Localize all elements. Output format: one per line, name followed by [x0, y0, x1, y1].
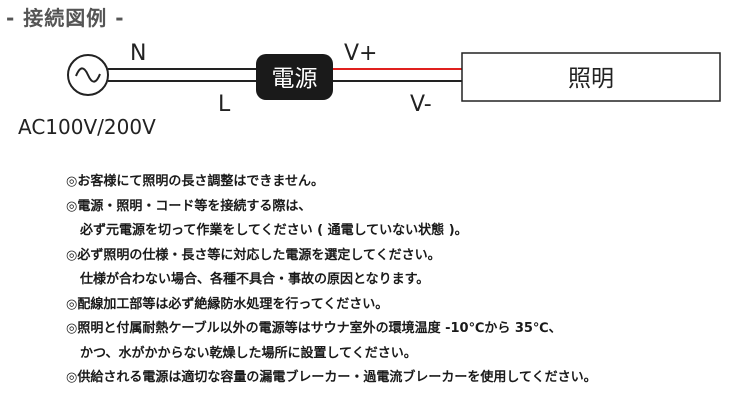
- section-title: - 接続図例 -: [6, 6, 125, 30]
- caution-notes: ◎お客様にて照明の長さ調整はできません。 ◎電源・照明・コード等を接続する際は、…: [66, 170, 736, 391]
- wire-top-label: N: [130, 41, 146, 66]
- output-positive-label: V+: [344, 41, 377, 66]
- source-voltage-label: AC100V/200V: [18, 115, 156, 139]
- power-unit-label: 電源: [272, 66, 318, 92]
- note-line: ◎照明と付属耐熱ケーブル以外の電源等はサウナ室外の環境温度 -10℃から 35℃…: [66, 321, 562, 336]
- note-line: ◎電源・照明・コード等を接続する際は、: [66, 198, 312, 214]
- note-line: 必ず元電源を切って作業をしてください ( 通電していない状態 )。: [80, 223, 468, 238]
- lighting-unit: 照明: [461, 52, 721, 102]
- note-line: ◎必ず照明の仕様・長さ等に対応した電源を選定してください。: [66, 247, 441, 263]
- note-line: ◎お客様にて照明の長さ調整はできません。: [66, 174, 324, 189]
- lighting-label: 照明: [568, 66, 614, 92]
- wire-bottom-label: L: [218, 92, 231, 117]
- note-line: 仕様が合わない場合、各種不具合・事故の原因となります。: [80, 272, 430, 287]
- power-unit: 電源: [256, 54, 333, 100]
- connection-diagram: N L AC100V/200V 電源 V+ V- 照明: [18, 41, 721, 139]
- note-line: かつ、水がかからない乾燥した場所に設置してください。: [80, 345, 417, 361]
- note-line: ◎供給される電源は適切な容量の漏電ブレーカー・過電流ブレーカーを使用してください…: [66, 370, 597, 385]
- ac-source-icon: [67, 54, 109, 96]
- note-line: ◎配線加工部等は必ず絶縁防水処理を行ってください。: [66, 296, 389, 312]
- output-negative-label: V-: [410, 92, 432, 117]
